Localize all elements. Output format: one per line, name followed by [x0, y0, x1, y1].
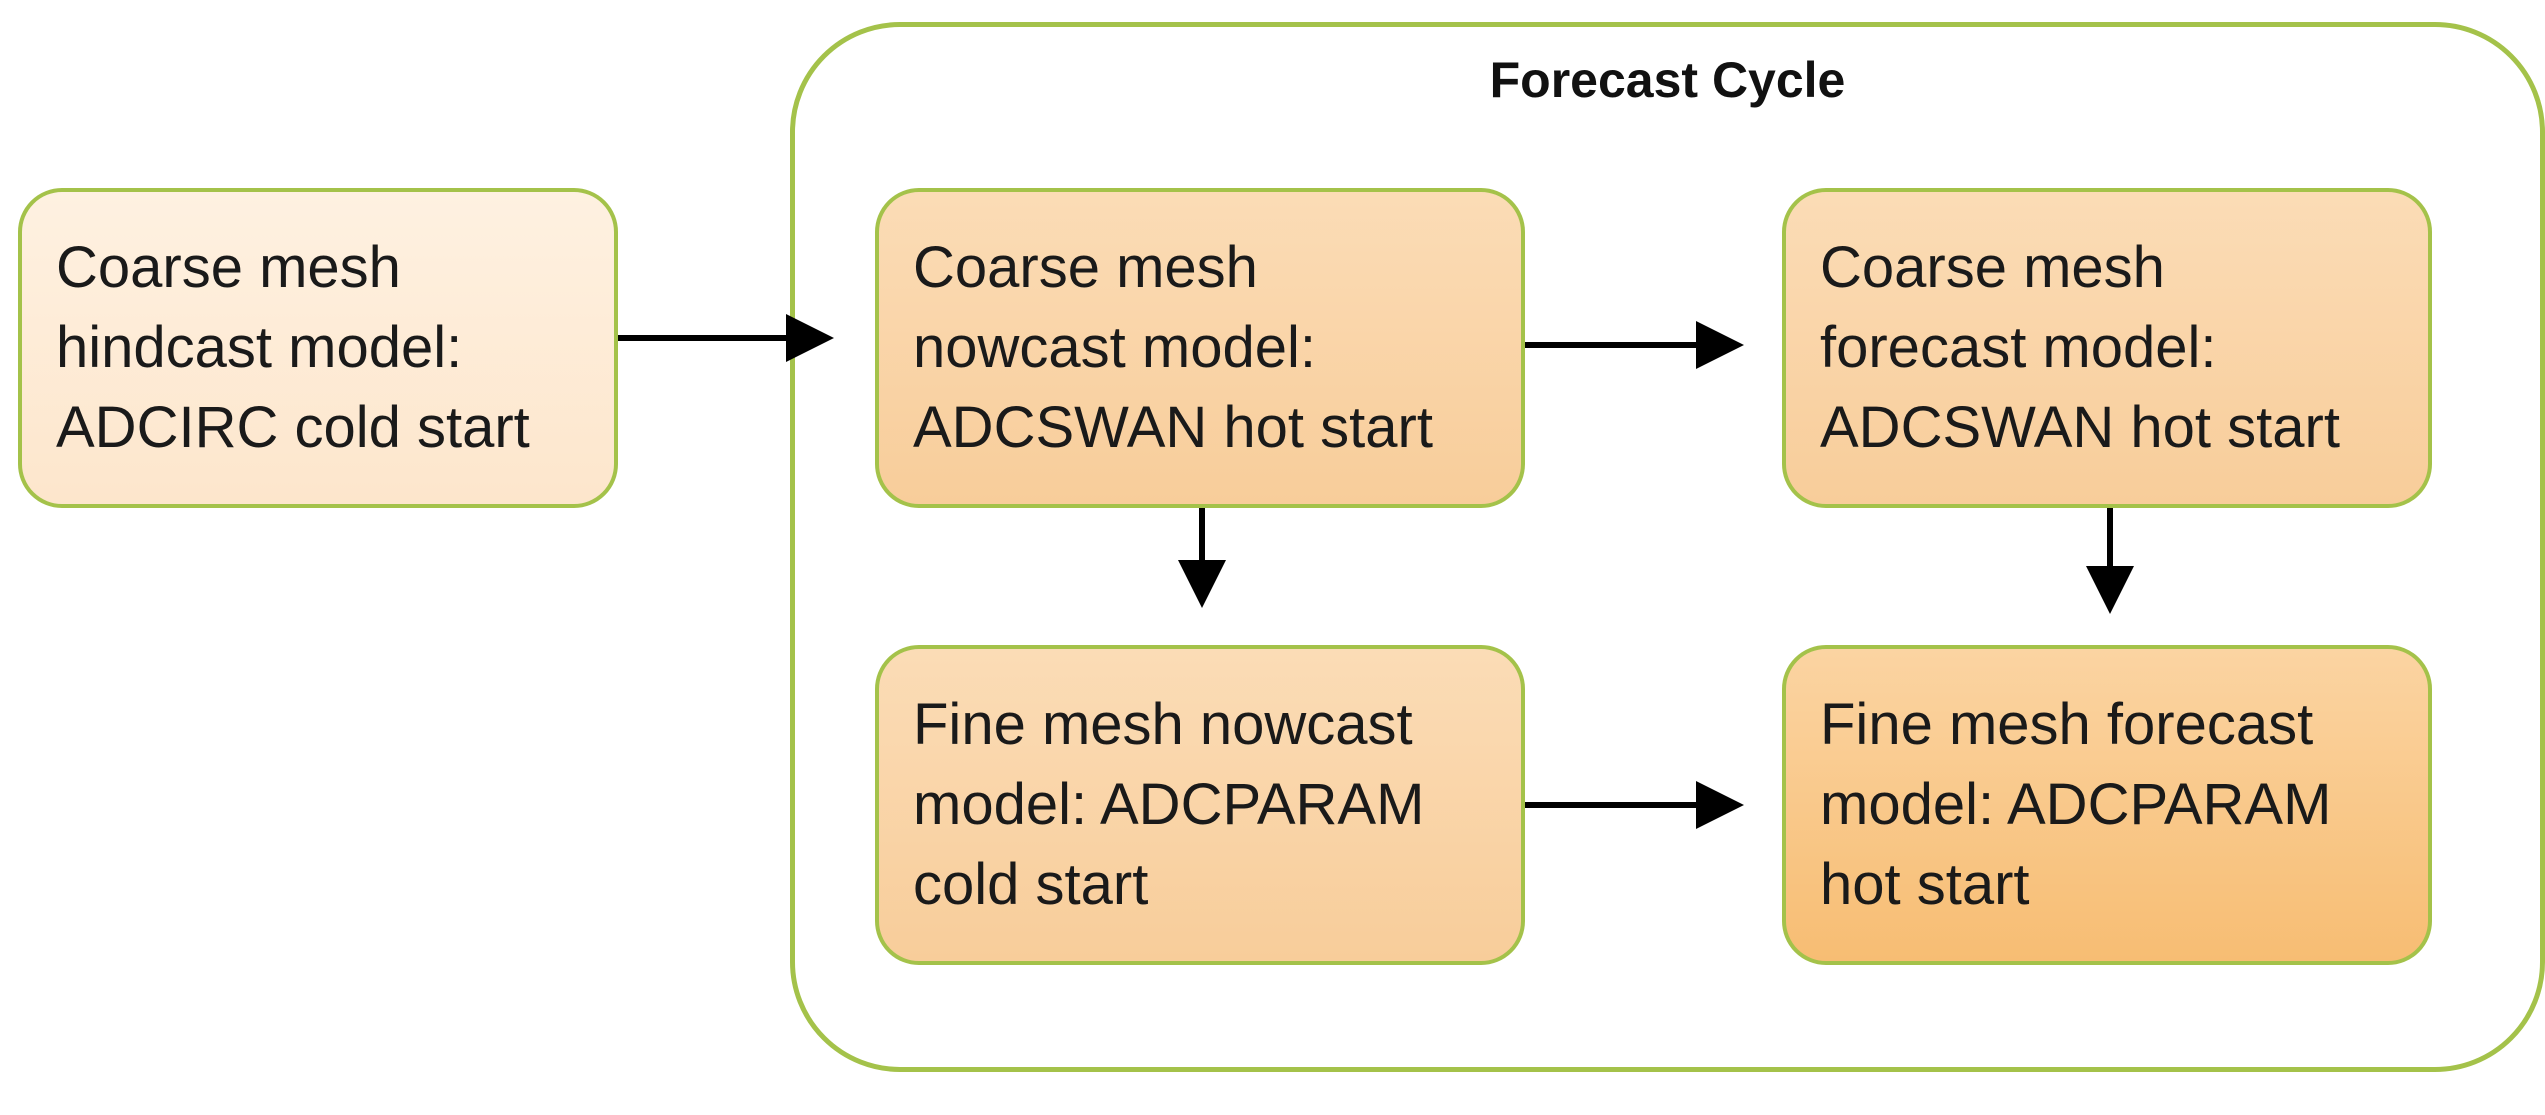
- node-fine-forecast: Fine mesh forecast model: ADCPARAM hot s…: [1782, 645, 2432, 965]
- node-fine-nowcast: Fine mesh nowcast model: ADCPARAM cold s…: [875, 645, 1525, 965]
- node-coarse-nowcast-line-1: Coarse mesh: [913, 235, 1258, 300]
- forecast-cycle-title: Forecast Cycle: [1489, 52, 1846, 108]
- node-fine-forecast-line-1: Fine mesh forecast: [1820, 692, 2314, 757]
- node-fine-forecast-line-3: hot start: [1820, 852, 2030, 917]
- node-hindcast: Coarse mesh hindcast model: ADCIRC cold …: [18, 188, 618, 508]
- node-coarse-forecast-line-3: ADCSWAN hot start: [1820, 395, 2340, 460]
- node-coarse-nowcast: Coarse mesh nowcast model: ADCSWAN hot s…: [875, 188, 1525, 508]
- node-coarse-forecast-line-1: Coarse mesh: [1820, 235, 2165, 300]
- node-hindcast-line-1: Coarse mesh: [56, 235, 401, 300]
- node-fine-nowcast-line-1: Fine mesh nowcast: [913, 692, 1413, 757]
- node-coarse-forecast: Coarse mesh forecast model: ADCSWAN hot …: [1782, 188, 2432, 508]
- node-fine-nowcast-line-3: cold start: [913, 852, 1149, 917]
- node-coarse-nowcast-line-3: ADCSWAN hot start: [913, 395, 1433, 460]
- node-coarse-forecast-line-2: forecast model:: [1820, 315, 2217, 380]
- node-hindcast-line-3: ADCIRC cold start: [56, 395, 530, 460]
- node-hindcast-line-2: hindcast model:: [56, 315, 463, 380]
- node-fine-nowcast-line-2: model: ADCPARAM: [913, 772, 1425, 837]
- node-fine-forecast-line-2: model: ADCPARAM: [1820, 772, 2332, 837]
- node-coarse-nowcast-line-2: nowcast model:: [913, 315, 1316, 380]
